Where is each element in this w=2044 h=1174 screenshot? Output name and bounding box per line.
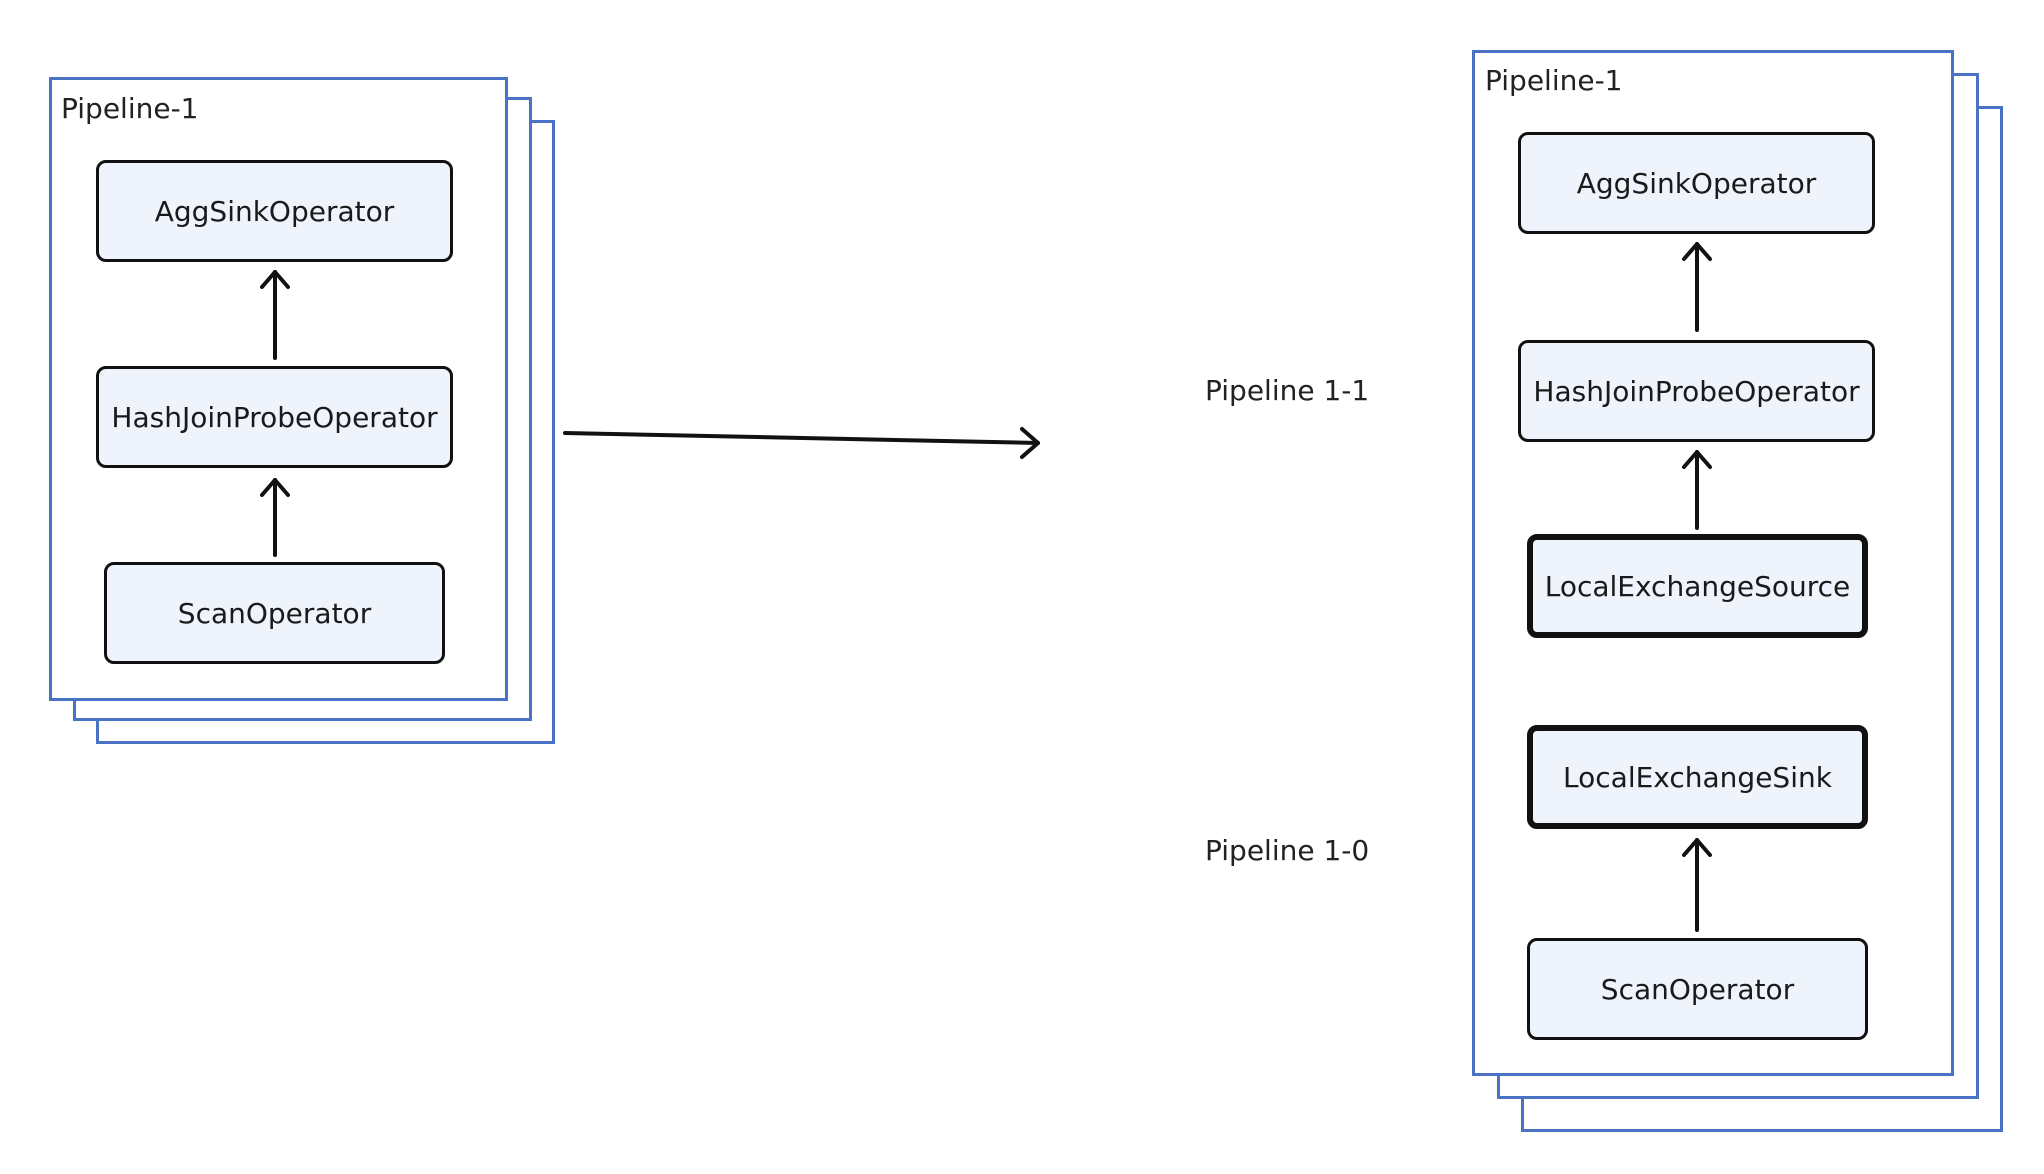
right-local-exchange-source: LocalExchangeSource <box>1527 534 1868 638</box>
right-scan-operator: ScanOperator <box>1527 938 1868 1040</box>
left-scan-operator: ScanOperator <box>104 562 445 664</box>
right-hash-join-probe-operator: HashJoinProbeOperator <box>1518 340 1875 442</box>
sub-pipeline-label-1-0: Pipeline 1-0 <box>1205 834 1370 867</box>
right-agg-sink-operator: AggSinkOperator <box>1518 132 1875 234</box>
sub-pipeline-label-1-1: Pipeline 1-1 <box>1205 374 1370 407</box>
left-agg-sink-operator: AggSinkOperator <box>96 160 453 262</box>
transform-arrow <box>563 427 1040 459</box>
left-hash-join-probe-operator: HashJoinProbeOperator <box>96 366 453 468</box>
right-local-exchange-sink: LocalExchangeSink <box>1527 725 1868 829</box>
left-pipeline-title: Pipeline-1 <box>61 92 199 125</box>
right-pipeline-title: Pipeline-1 <box>1485 64 1623 97</box>
